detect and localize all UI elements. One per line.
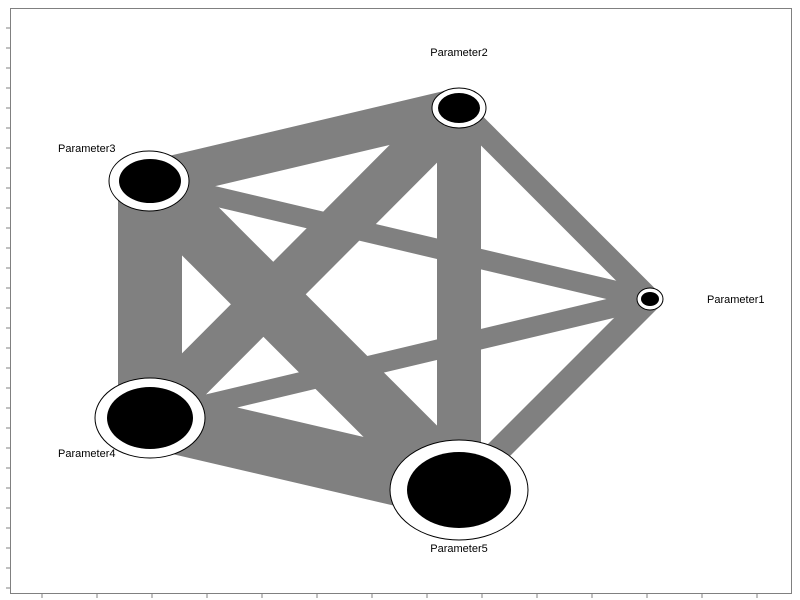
edge-p2-p4 bbox=[133, 91, 476, 435]
left-axis-ticks bbox=[6, 27, 10, 589]
node-parameter1[interactable]: Parameter1 bbox=[636, 287, 764, 311]
node-parameter5[interactable]: Parameter5 bbox=[389, 439, 529, 555]
edge-p3-p5 bbox=[128, 159, 481, 512]
node-parameter2[interactable]: Parameter2 bbox=[430, 47, 488, 129]
node-circle bbox=[438, 93, 480, 123]
node-circle bbox=[407, 452, 511, 528]
edge-p2-p3 bbox=[145, 88, 464, 201]
node-label-parameter4: Parameter4 bbox=[58, 448, 115, 460]
node-label-parameter5: Parameter5 bbox=[430, 543, 487, 555]
edge-p1-p3 bbox=[147, 171, 653, 309]
edge-p1-p4 bbox=[147, 289, 653, 428]
node-circle bbox=[107, 387, 193, 449]
node-parameter4[interactable]: Parameter4 bbox=[58, 377, 206, 460]
node-circle bbox=[641, 292, 659, 306]
node-label-parameter1: Parameter1 bbox=[707, 294, 764, 306]
nodes-layer: Parameter1 Parameter2 Parameter3 Paramet… bbox=[58, 47, 764, 555]
edge-p1-p2 bbox=[451, 100, 658, 307]
bottom-axis-ticks bbox=[41, 594, 758, 598]
node-parameter3[interactable]: Parameter3 bbox=[58, 143, 190, 212]
node-label-parameter3: Parameter3 bbox=[58, 143, 115, 155]
node-label-parameter2: Parameter2 bbox=[430, 47, 487, 59]
node-circle bbox=[119, 159, 181, 203]
